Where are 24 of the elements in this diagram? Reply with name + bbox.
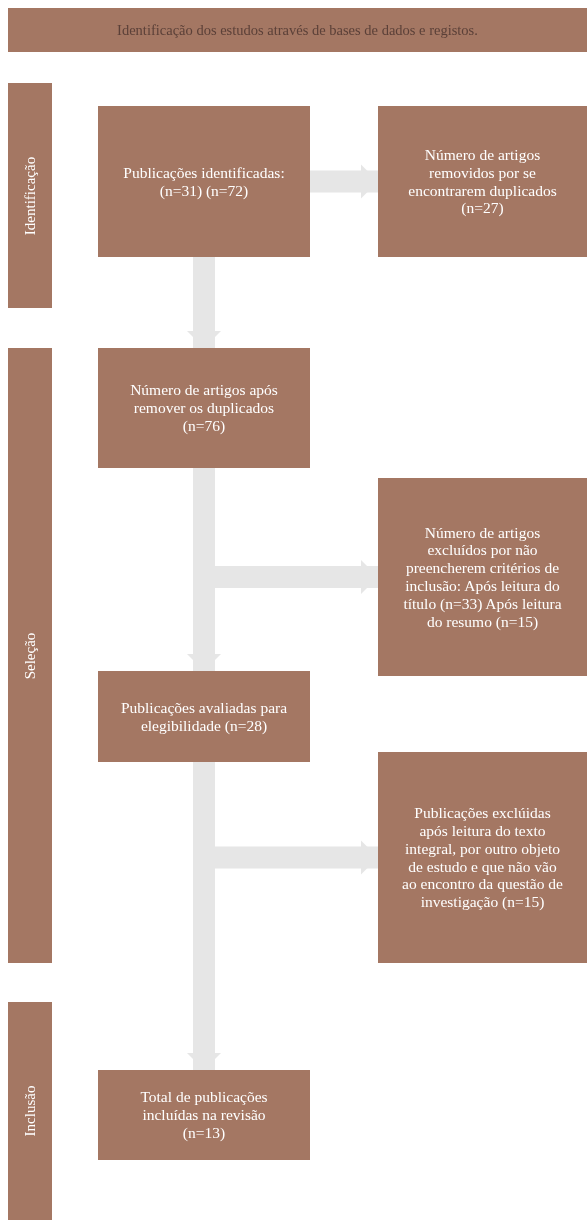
process-box (98, 348, 310, 468)
box-text: Publicações identificadas: (n=31) (n=72) (122, 163, 286, 200)
process-box (378, 478, 587, 676)
header-band (8, 8, 587, 52)
process-box (98, 106, 310, 257)
stage-band (8, 83, 52, 308)
process-box (98, 671, 310, 762)
block-arrow (187, 257, 221, 348)
box-text: Número de artigos após remover os duplicados (n=76) (129, 381, 279, 435)
stage-label: Inclusão (21, 1085, 39, 1137)
box-text: Total de publicações incluídas na revisão (n=13) (139, 1088, 269, 1142)
stage-label: Identificação (21, 156, 39, 235)
stage-band (8, 1002, 52, 1220)
stage-band (8, 348, 52, 963)
process-box (378, 752, 587, 963)
box-text: Número de artigos excluídos por não preencherem critérios de inclusão: Após leitura do título (n=33) Após leitura do resumo (n=15) (402, 523, 563, 631)
stage-label: Seleção (21, 632, 39, 679)
process-box (98, 1070, 310, 1160)
box-text: Publicações exclúidas após leitura do texto integral, por outro objeto de estudo e que não vão ao encontro da questão de investigação (n=15) (401, 804, 564, 911)
box-text: Número de artigos removidos por se encontrarem duplicados (n=27) (407, 145, 558, 218)
block-arrow (310, 164, 378, 199)
box-text: Identificação dos estudos através de bases de dados e registos. (117, 21, 478, 39)
process-box (378, 106, 587, 257)
box-text: Publicações avaliadas para elegibilidade (n=28) (119, 698, 289, 735)
